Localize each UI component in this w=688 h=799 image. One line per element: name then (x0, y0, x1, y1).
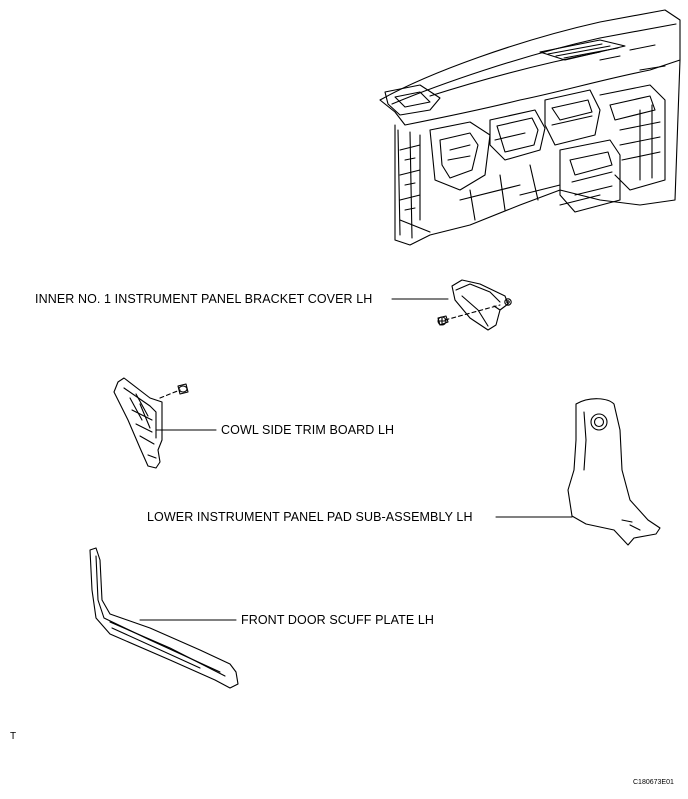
scuff-plate-label: FRONT DOOR SCUFF PLATE LH (241, 613, 435, 627)
lower-pad-illustration (495, 398, 661, 546)
cowl-trim-illustration (113, 377, 217, 469)
bracket-cover-label: INNER NO. 1 INSTRUMENT PANEL BRACKET COV… (35, 292, 373, 306)
lower-pad-label: LOWER INSTRUMENT PANEL PAD SUB-ASSEMBLY … (147, 510, 473, 524)
instrument-panel-illustration (379, 9, 681, 246)
corner-mark: T (10, 731, 17, 742)
bracket-cover-illustration (391, 279, 512, 331)
cowl-trim-label: COWL SIDE TRIM BOARD LH (221, 423, 395, 437)
scuff-plate-illustration (89, 547, 239, 689)
figure-code: C180673E01 (633, 779, 674, 786)
